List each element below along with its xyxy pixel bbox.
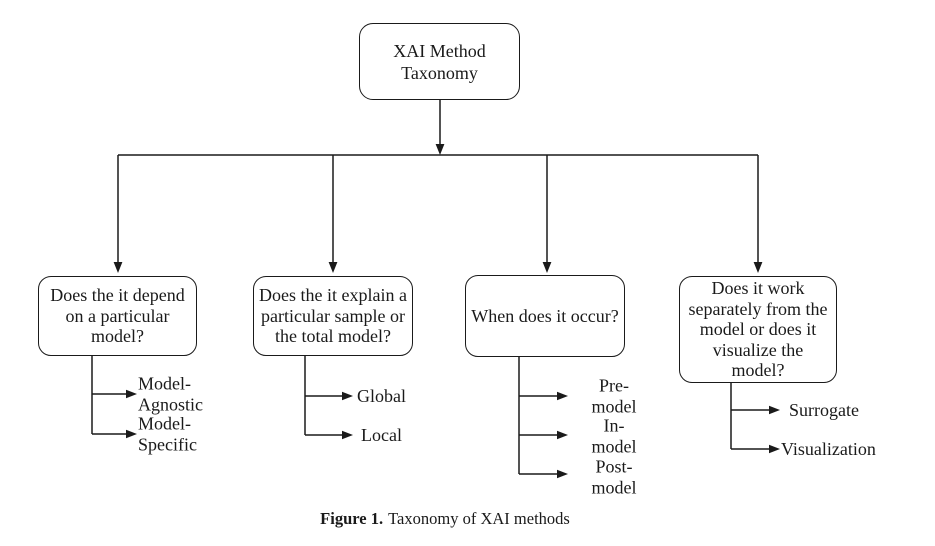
connector-root-to-hub [435, 100, 445, 155]
node-xai-method-taxonomy: XAI Method Taxonomy [359, 23, 520, 100]
node-question-separate-or-visualize: Does it work separately from the model o… [679, 276, 837, 383]
leaf-visualization: Visualization [781, 438, 876, 459]
connector-hub-to-questions [113, 155, 763, 273]
connector-branch1-leaves [91, 356, 137, 439]
leaf-surrogate: Surrogate [789, 399, 859, 420]
leaf-in-model: In- model [591, 415, 637, 457]
leaf-local: Local [361, 424, 402, 445]
connector-branch2-leaves [304, 356, 353, 440]
leaf-global: Global [357, 385, 406, 406]
figure-caption: Figure 1.Taxonomy of XAI methods [0, 508, 890, 529]
leaf-pre-model: Pre- model [591, 375, 637, 417]
leaf-model-agnostic: Model- Agnostic [138, 373, 203, 415]
node-question-when-occur: When does it occur? [465, 275, 625, 357]
figure-caption-number: Figure 1. [320, 509, 384, 528]
node-question-sample-or-total-model: Does the it explain a particular sample … [253, 276, 413, 356]
connector-branch3-leaves [518, 357, 568, 479]
figure-caption-text: Taxonomy of XAI methods [388, 509, 570, 528]
leaf-post-model: Post- model [591, 456, 637, 498]
node-question-model-dependence: Does the it depend on a particular model… [38, 276, 197, 356]
leaf-model-specific: Model- Specific [138, 413, 197, 455]
connector-branch4-leaves [730, 383, 780, 454]
